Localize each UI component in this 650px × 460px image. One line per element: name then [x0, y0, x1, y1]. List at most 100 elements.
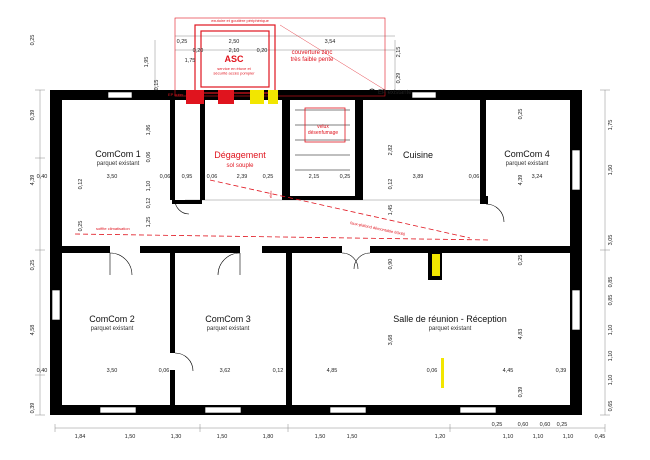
stair	[295, 107, 350, 171]
svg-text:2,82: 2,82	[388, 145, 394, 156]
svg-text:0,15: 0,15	[154, 80, 160, 91]
svg-text:1,25: 1,25	[146, 217, 152, 228]
walls	[50, 90, 582, 415]
svg-text:0,25: 0,25	[263, 174, 274, 180]
room-comcom2-floor: parquet existant	[91, 326, 134, 332]
room-degagement-name: Dégagement	[214, 150, 266, 160]
svg-text:4,39: 4,39	[30, 175, 36, 186]
faux-plafond-line	[74, 179, 491, 241]
room-comcom1-name: ComCom 1	[95, 149, 141, 159]
svg-text:0,06: 0,06	[159, 368, 170, 374]
dims-row2: 3,50 0,06 3,62 0,12 4,85 0,06 4,45 0,39	[107, 368, 567, 374]
asc-dim-mid-1: 0,25	[177, 39, 188, 45]
svg-text:1,86: 1,86	[146, 125, 152, 136]
svg-text:1,50: 1,50	[125, 434, 136, 440]
room-comcom2-name: ComCom 2	[89, 314, 135, 324]
svg-text:1,10: 1,10	[608, 325, 614, 336]
svg-text:0,85: 0,85	[608, 295, 614, 306]
soffite-label: soffite climatisation	[96, 226, 130, 231]
svg-text:0,60: 0,60	[518, 422, 529, 428]
svg-text:1,80: 1,80	[263, 434, 274, 440]
svg-text:1,84: 1,84	[75, 434, 86, 440]
door-swings	[109, 199, 505, 372]
svg-text:1,10: 1,10	[608, 375, 614, 386]
svg-text:1,10: 1,10	[146, 181, 152, 192]
svg-text:0,25: 0,25	[492, 422, 503, 428]
svg-text:0,12: 0,12	[388, 179, 394, 190]
svg-text:3,05: 3,05	[608, 235, 614, 246]
svg-text:3,89: 3,89	[413, 174, 424, 180]
svg-text:0,12: 0,12	[78, 179, 84, 190]
ep-existing-label: EP existante	[378, 90, 412, 96]
svg-text:0,39: 0,39	[556, 368, 567, 374]
room-salle-name: Salle de réunion - Réception	[393, 314, 507, 324]
svg-text:0,06: 0,06	[427, 368, 438, 374]
asc-dim-top-1: 2,50	[229, 39, 240, 45]
svg-text:1,10: 1,10	[503, 434, 514, 440]
svg-text:0,85: 0,85	[608, 277, 614, 288]
svg-text:0,12: 0,12	[273, 368, 284, 374]
svg-text:3,50: 3,50	[107, 174, 118, 180]
room-cuisine-name: Cuisine	[403, 150, 433, 160]
svg-text:0,95: 0,95	[182, 174, 193, 180]
ep-existing-icon	[368, 88, 376, 96]
asc-dim-mid-3: 2,10	[229, 48, 240, 54]
svg-text:1,50: 1,50	[217, 434, 228, 440]
svg-text:2,15: 2,15	[396, 47, 402, 58]
dims-row1: 3,50 0,06 0,95 0,06 2,39 0,25 2,15 0,25 …	[107, 174, 543, 180]
svg-text:0,25: 0,25	[557, 422, 568, 428]
svg-text:1,30: 1,30	[171, 434, 182, 440]
room-comcom3-name: ComCom 3	[205, 314, 251, 324]
dimension-lines	[35, 35, 610, 432]
room-comcom1-floor: parquet existant	[97, 161, 140, 167]
svg-text:0,60: 0,60	[540, 422, 551, 428]
svg-text:0,12: 0,12	[146, 198, 152, 209]
svg-text:0,25: 0,25	[518, 255, 524, 266]
svg-text:1,95: 1,95	[144, 57, 150, 68]
svg-text:0,39: 0,39	[30, 403, 36, 414]
svg-text:1,50: 1,50	[315, 434, 326, 440]
faux-plafond-label: faux-plafond démontable 60x60	[350, 220, 407, 237]
svg-text:1,75: 1,75	[608, 120, 614, 131]
dims-bottom: 1,84 1,50 1,30 1,50 1,80 1,50 1,50 1,20 …	[75, 422, 606, 440]
svg-text:0,25: 0,25	[78, 221, 84, 232]
svg-text:0,39: 0,39	[30, 110, 36, 121]
ep-left-label: EP créer	[168, 92, 184, 97]
asc-dim-mid-5: 1,75	[185, 58, 196, 64]
svg-text:1,10: 1,10	[608, 351, 614, 362]
svg-text:4,85: 4,85	[327, 368, 338, 374]
svg-text:0,29: 0,29	[396, 73, 402, 84]
svg-text:4,45: 4,45	[503, 368, 514, 374]
yellow-markers	[432, 254, 444, 388]
svg-text:3,68: 3,68	[388, 335, 394, 346]
asc-block	[174, 17, 386, 104]
svg-text:0,25: 0,25	[30, 260, 36, 271]
svg-text:0,25: 0,25	[340, 174, 351, 180]
svg-text:0,06: 0,06	[146, 152, 152, 163]
asc-dim-mid-4: 0,20	[257, 48, 268, 54]
svg-text:0,65: 0,65	[608, 401, 614, 412]
svg-text:0,06: 0,06	[160, 174, 171, 180]
windows	[51, 91, 581, 414]
svg-text:0,90: 0,90	[388, 259, 394, 270]
svg-text:2,15: 2,15	[309, 174, 320, 180]
svg-text:4,58: 4,58	[30, 325, 36, 336]
svg-text:1,50: 1,50	[608, 165, 614, 176]
room-comcom4-name: ComCom 4	[504, 149, 550, 159]
svg-text:3,50: 3,50	[107, 368, 118, 374]
room-salle-floor: parquet existant	[429, 326, 472, 332]
svg-text:3,24: 3,24	[532, 174, 543, 180]
svg-text:1,20: 1,20	[435, 434, 446, 440]
dims-left: 0,25 0,39 4,39 0,40 0,25 4,58 0,40 0,39 …	[30, 35, 160, 414]
asc-title: ASC	[224, 54, 244, 64]
dims-inner: 1,86 0,06 1,10 0,12 1,25 2,82 0,12 1,45 …	[78, 109, 524, 398]
svg-text:0,45: 0,45	[595, 434, 606, 440]
svg-text:1,10: 1,10	[563, 434, 574, 440]
svg-text:1,45: 1,45	[388, 205, 394, 216]
svg-text:0,40: 0,40	[37, 174, 48, 180]
svg-text:0,25: 0,25	[518, 109, 524, 120]
room-degagement-floor: sol souple	[226, 163, 254, 169]
